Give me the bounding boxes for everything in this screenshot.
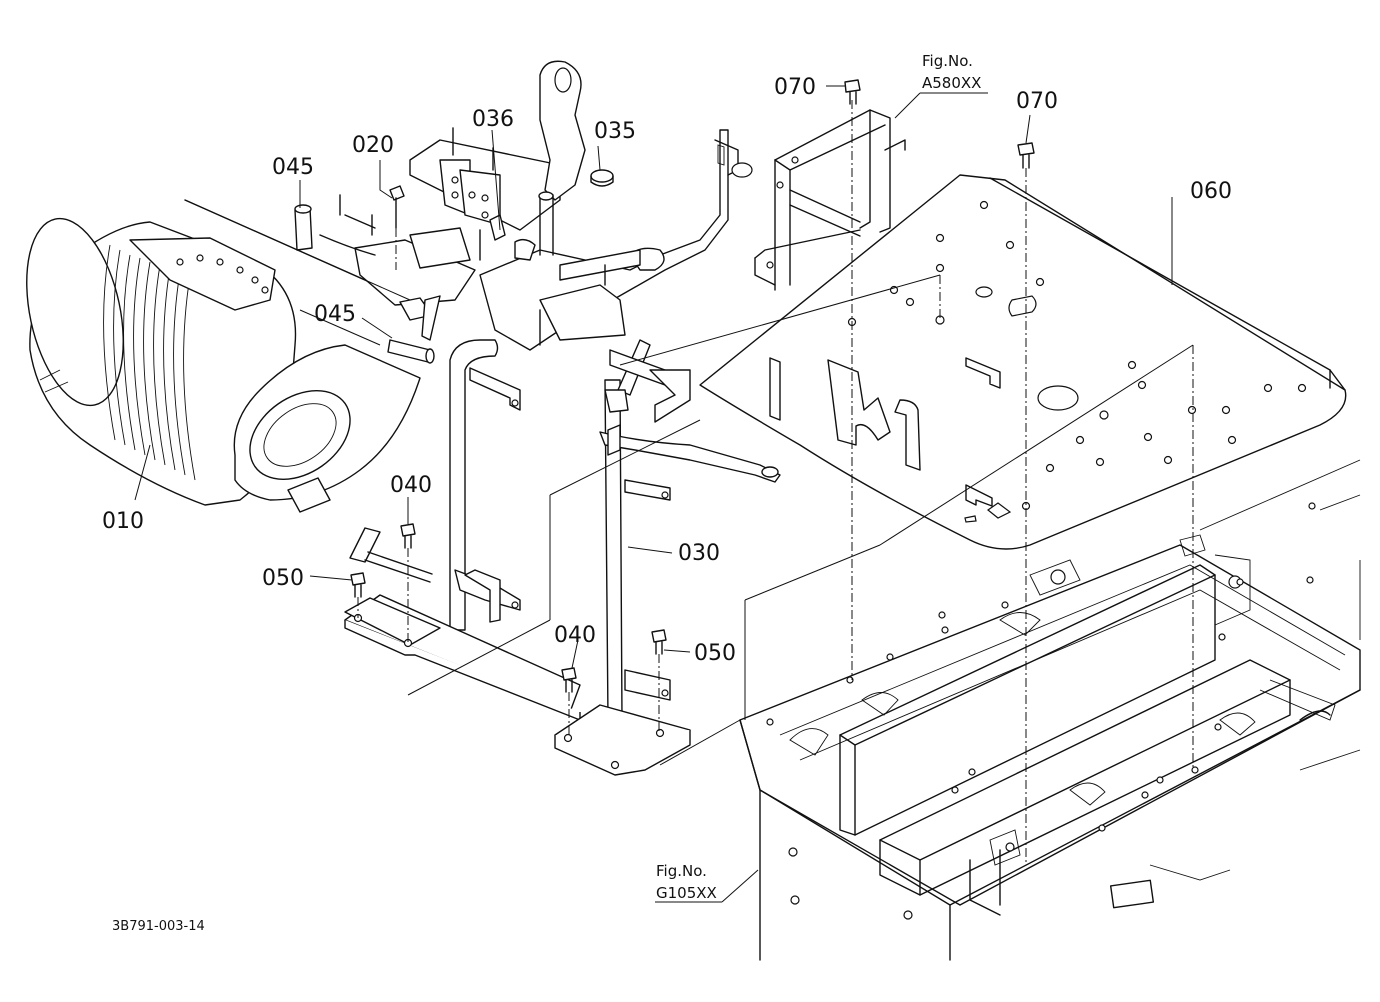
bolt-040-right xyxy=(561,667,577,693)
pin-lever xyxy=(349,527,433,583)
callout-045-upper: 045 xyxy=(272,155,314,180)
figure-reference-bottom-label: Fig.No. xyxy=(656,862,707,880)
callout-010: 010 xyxy=(102,509,144,534)
sleeve-045-lower xyxy=(387,339,435,364)
callout-020: 020 xyxy=(352,133,394,158)
callout-035: 035 xyxy=(594,119,636,144)
bolt-050-left xyxy=(350,572,366,598)
bolt-040-left xyxy=(400,523,416,549)
figure-reference-bottom-number[interactable]: G105XX xyxy=(656,884,717,902)
center-lines xyxy=(357,100,1194,862)
callout-040-right: 040 xyxy=(554,623,596,648)
frame-assembly xyxy=(739,459,1361,961)
callout-060: 060 xyxy=(1190,179,1232,204)
callout-050-left: 050 xyxy=(262,566,304,591)
callout-070-right: 070 xyxy=(1016,89,1058,114)
sleeve-045-upper xyxy=(294,204,313,251)
air-cleaner-010 xyxy=(26,199,421,513)
callout-036: 036 xyxy=(472,107,514,132)
bolt-050-right xyxy=(651,629,667,655)
grommet-035 xyxy=(590,169,614,187)
figure-reference-top[interactable]: Fig.No. A580XX xyxy=(922,52,981,92)
callout-050-right: 050 xyxy=(694,641,736,666)
leader-lines xyxy=(134,85,1173,903)
drawing-code: 3B791-003-14 xyxy=(112,919,205,934)
support-frame xyxy=(479,129,753,351)
callout-040-left: 040 xyxy=(390,473,432,498)
guide-lines xyxy=(184,199,1194,766)
bolt-020 xyxy=(389,185,405,229)
figure-reference-top-label: Fig.No. xyxy=(922,52,973,70)
floor-plate-060 xyxy=(699,174,1347,550)
bolt-070-right xyxy=(1017,142,1035,169)
callout-070-left: 070 xyxy=(774,75,816,100)
figure-reference-top-number[interactable]: A580XX xyxy=(922,74,981,92)
bolt-070-left xyxy=(844,79,861,105)
left-leg-tube xyxy=(449,339,521,631)
callout-045-lower: 045 xyxy=(314,302,356,327)
figure-reference-bottom[interactable]: Fig.No. G105XX xyxy=(656,862,717,902)
callout-030: 030 xyxy=(678,541,720,566)
upper-panel-036 xyxy=(319,60,586,341)
upper-bracket-frame xyxy=(754,109,906,291)
base-feet xyxy=(344,594,691,776)
